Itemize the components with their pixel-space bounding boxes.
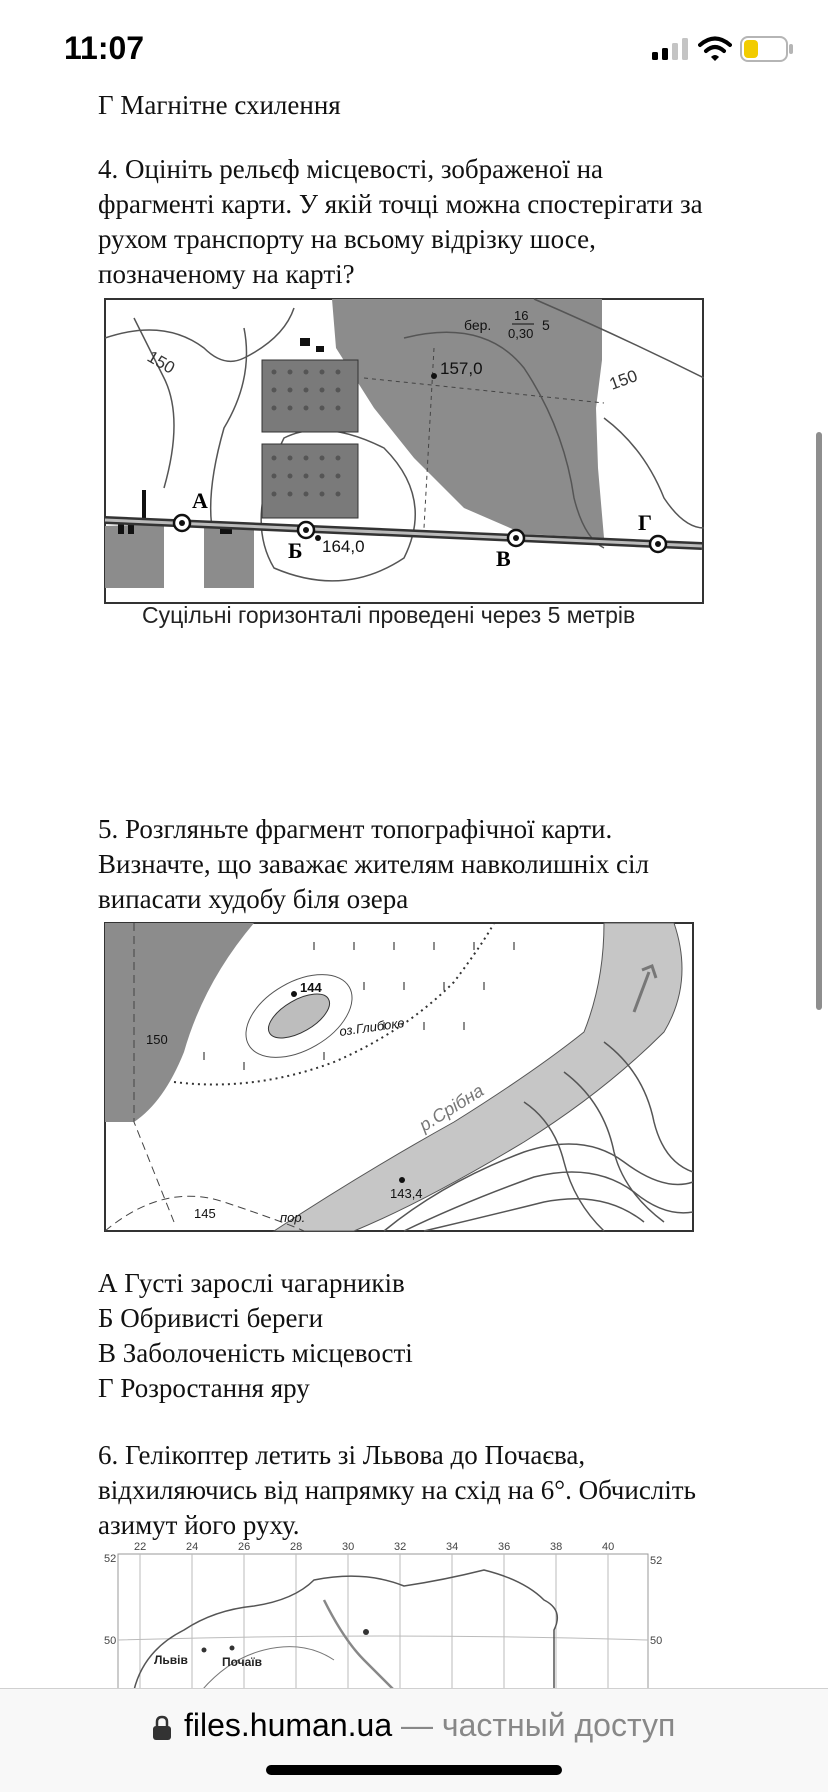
contour-label-145: 145 [194,1206,216,1221]
q4-line-1: 4. Оцініть рельєф місцевості, зображеної… [98,154,604,184]
wifi-icon [698,36,732,61]
scrollbar-thumb[interactable] [816,432,822,1010]
lon-28: 28 [290,1541,302,1553]
q6-line-1: 6. Гелікоптер летить зі Львова до Почаєв… [98,1440,586,1470]
height-164: 164,0 [322,537,365,556]
lon-36: 36 [498,1541,510,1553]
page-content: Г Магнітне схилення 4. Оцініть рельєф мі… [98,90,778,1690]
city-pochaiv: Почаїв [222,1655,262,1669]
question-5-text: 5. Розгляньте фрагмент топографічної кар… [98,812,778,917]
option-g-previous: Г Магнітне схилення [98,90,341,120]
q4-line-4: позначеному на карті? [98,259,355,289]
ukraine-map-q6: 22 24 26 28 30 32 34 36 38 40 52 52 50 5… [104,1541,662,1690]
point-v-label: В [496,546,511,571]
height-143: 143,4 [390,1186,423,1201]
point-a-label: А [192,488,208,513]
q5-answer-b: Б Обривисті береги [98,1303,324,1333]
status-bar: 11:07 [0,0,828,90]
height-144: 144 [300,980,322,995]
q5-line-3: випасати худобу біля озера [98,884,409,914]
lon-30: 30 [342,1541,354,1553]
url-suffix: — частный доступ [392,1707,676,1743]
lock-icon [153,1715,171,1740]
lon-34: 34 [446,1541,458,1553]
lat-50-left: 50 [104,1635,116,1647]
city-lviv: Львів [154,1653,188,1667]
forest-label: бер. [464,317,491,333]
cellular-signal-icon [652,38,688,60]
lat-52-left: 52 [104,1553,116,1565]
map-caption: Суцільні горизонталі проведені через 5 м… [142,602,636,628]
browser-url-bar[interactable]: files.human.ua — частный доступ [0,1688,828,1792]
lon-40: 40 [602,1541,614,1553]
lon-32: 32 [394,1541,406,1553]
q6-line-2: відхиляючись від напрямку на схід на 6°.… [98,1475,696,1505]
topographic-map-q4: А Б В Г 157,0 164,0 150 150 бер. 16 0,30… [104,298,704,604]
q6-line-3: азимут його руху. [98,1510,300,1540]
status-time: 11:07 [64,30,145,66]
q5-line-2: Визначте, що заважає жителям навколишніх… [98,849,649,879]
ford-label: пор. [280,1210,305,1225]
lat-52-right: 52 [650,1555,662,1567]
url-domain: files.human.ua [184,1707,393,1743]
q5-line-1: 5. Розгляньте фрагмент топографічної кар… [98,814,613,844]
question-4-text: 4. Оцініть рельєф місцевості, зображеної… [98,152,778,292]
lat-50-right: 50 [650,1635,662,1647]
topographic-map-q5: 144 143,4 150 145 оз.Глибоке р.Срібна по… [104,922,694,1232]
q5-answer-v: В Заболоченість місцевості [98,1338,413,1368]
forest-fraction-top: 16 [514,308,528,323]
lon-26: 26 [238,1541,250,1553]
q4-line-2: фрагменті карти. У якій точці можна спос… [98,189,703,219]
point-g-label: Г [638,510,652,535]
lon-38: 38 [550,1541,562,1553]
question-6-text: 6. Гелікоптер летить зі Львова до Почаєв… [98,1438,778,1543]
lon-22: 22 [134,1541,146,1553]
q5-answer-g: Г Розростання яру [98,1373,310,1403]
battery-icon [740,36,793,62]
q4-line-3: рухом транспорту на всьому відрізку шосе… [98,224,596,254]
forest-number: 5 [542,317,550,333]
height-157: 157,0 [440,359,483,378]
contour-label-150: 150 [146,1032,168,1047]
lon-24: 24 [186,1541,198,1553]
home-indicator[interactable] [266,1765,562,1775]
forest-fraction-bottom: 0,30 [508,326,533,341]
url-text[interactable]: files.human.ua — частный доступ [184,1707,675,1744]
q5-answers: А Густі зарослі чагарників Б Обривисті б… [98,1266,413,1406]
q5-answer-a: А Густі зарослі чагарників [98,1268,405,1298]
point-b-label: Б [288,538,303,563]
